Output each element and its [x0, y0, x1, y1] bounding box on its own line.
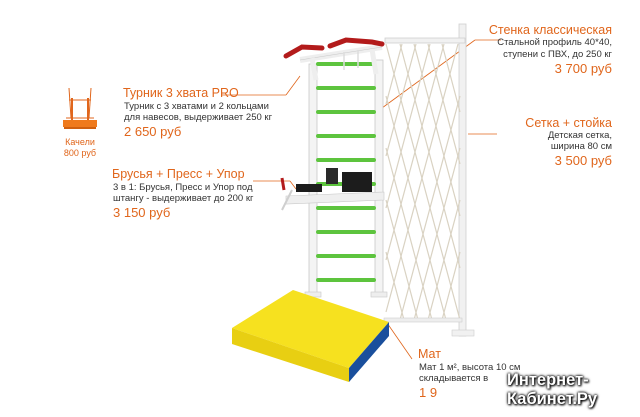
- mat-title: Мат: [418, 347, 441, 361]
- swing-image: [63, 87, 97, 129]
- wall-desc-2: ступени с ПВХ, до 250 кг: [503, 49, 612, 60]
- bars-price: 3 150 руб: [113, 205, 171, 220]
- watermark-line-2: Кабинет.Ру: [507, 390, 598, 408]
- net-desc-2: ширина 80 см: [550, 141, 612, 152]
- net-price: 3 500 руб: [554, 153, 612, 168]
- pullup-bar: [283, 37, 385, 81]
- pullup-desc-1: Турник с 3 хватами и 2 кольцами: [124, 101, 269, 112]
- watermark: Интернет- Кабинет.Ру: [507, 371, 637, 415]
- mat-desc-2: складывается в: [419, 373, 489, 384]
- bars-desc-2: штангу - выдерживает до 200 кг: [113, 193, 254, 204]
- mat-price: 1 9: [419, 385, 438, 400]
- gym-mat: [232, 290, 389, 382]
- net-title: Сетка + стойка: [525, 116, 612, 130]
- wall-bars: [304, 59, 388, 298]
- swing-price: 800 руб: [63, 148, 97, 158]
- pullup-desc-2: для навесов, выдерживает 250 кг: [124, 112, 273, 123]
- pullup-title: Турник 3 хвата PRO: [123, 86, 239, 100]
- climbing-net: [383, 23, 475, 337]
- wall-price: 3 700 руб: [554, 61, 612, 76]
- pullup-price: 2 650 руб: [124, 124, 182, 139]
- watermark-line-1: Интернет-: [507, 371, 589, 389]
- mat-desc-1: Мат 1 м², высота 10 см: [419, 362, 521, 373]
- swing-name: Качели: [65, 137, 95, 147]
- net-desc-1: Детская сетка,: [547, 130, 612, 141]
- wall-title: Стенка классическая: [488, 23, 612, 37]
- wall-desc-1: Стальной профиль 40*40,: [497, 37, 612, 48]
- dip-bars: [280, 168, 385, 211]
- bars-title: Брусья + Пресс + Упор: [112, 167, 245, 181]
- bars-desc-1: 3 в 1: Брусья, Пресс и Упор под: [113, 182, 253, 193]
- swing-label: Качели 800 руб: [56, 137, 104, 159]
